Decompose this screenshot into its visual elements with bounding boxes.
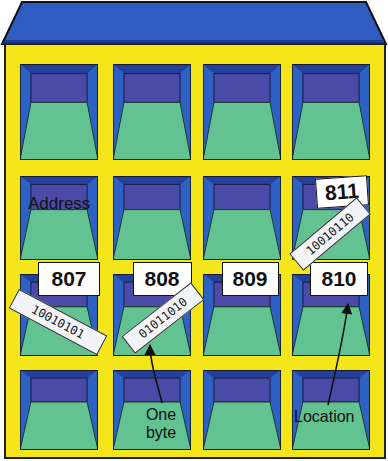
callout-label: One byte — [134, 406, 188, 443]
pigeonhole — [203, 176, 281, 260]
binary-byte: 10010110 — [303, 210, 356, 258]
pigeonhole — [20, 176, 98, 260]
callout-label: Address — [28, 194, 90, 214]
pigeonhole — [20, 64, 98, 160]
address-number: 809 — [232, 267, 267, 291]
pigeonhole — [113, 176, 191, 260]
callout-label: Location — [294, 408, 355, 426]
address-number: 810 — [321, 267, 356, 291]
pigeonhole — [292, 64, 370, 160]
address-card: 809 — [222, 262, 279, 296]
pigeonhole — [292, 370, 370, 450]
leader-arrow — [150, 345, 162, 403]
address-number: 807 — [51, 267, 86, 291]
binary-byte: 10010101 — [29, 302, 87, 341]
pigeonhole — [113, 370, 191, 450]
cabinet-roof — [2, 2, 386, 44]
address-number: 808 — [144, 267, 179, 291]
pigeonhole — [203, 370, 281, 450]
cabinet-frame — [5, 44, 385, 458]
pigeonhole — [20, 370, 98, 450]
pigeonhole-cells — [20, 64, 370, 450]
byte-strip: 10010101 — [9, 289, 108, 355]
pigeonhole — [113, 64, 191, 160]
byte-strip: 10010110 — [289, 197, 371, 270]
binary-byte: 01011010 — [136, 295, 190, 342]
address-card: 810 — [310, 262, 368, 296]
leader-arrow — [328, 304, 348, 405]
pigeonhole — [203, 64, 281, 160]
address-card: 807 — [38, 262, 100, 296]
